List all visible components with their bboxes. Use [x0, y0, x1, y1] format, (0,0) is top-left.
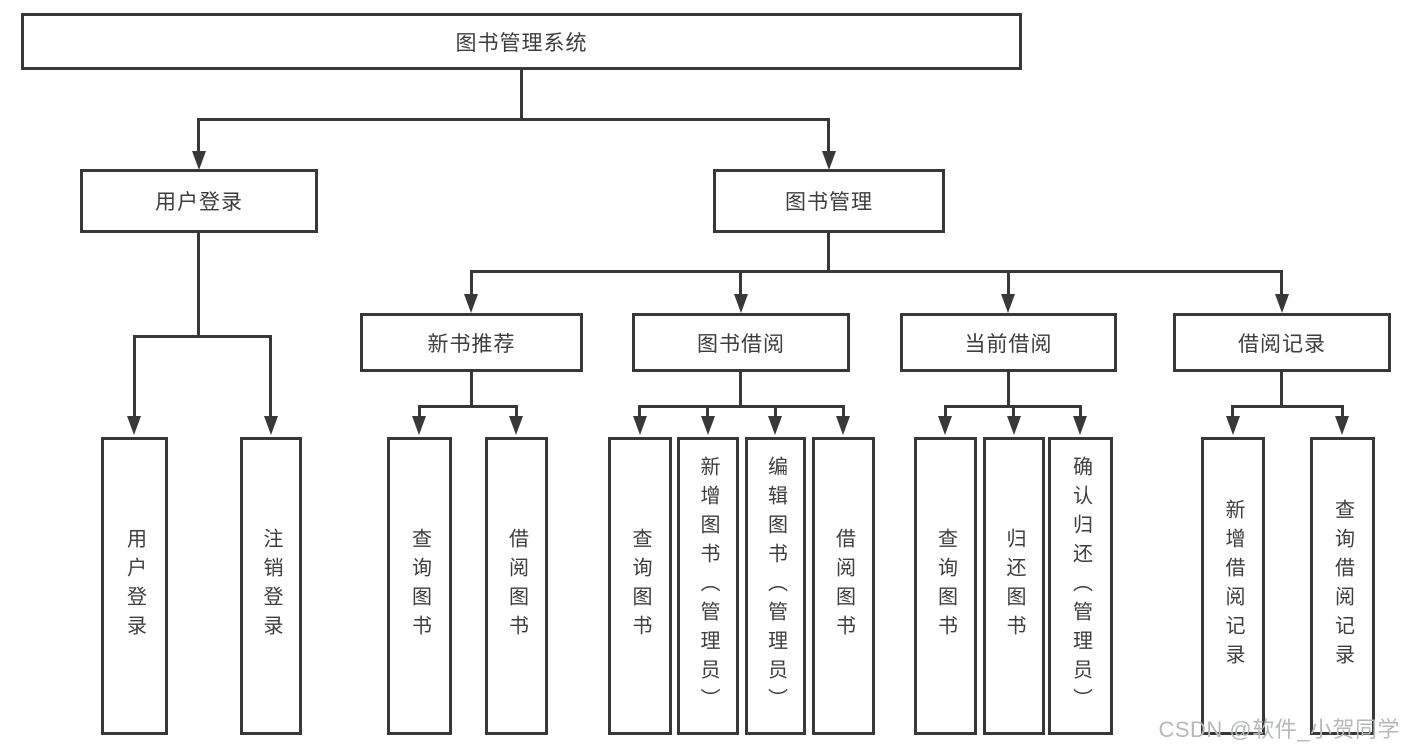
node-label: 借阅记录 — [1238, 332, 1326, 356]
node-current-borrowing: 当前借阅 — [900, 313, 1117, 372]
node-leaf-query-books-recommend: 查询图书 — [387, 437, 452, 735]
node-label: 查询图书 — [934, 528, 957, 644]
node-book-management: 图书管理 — [713, 169, 945, 233]
node-label: 查询图书 — [629, 528, 651, 644]
arrow-down-icon — [633, 416, 647, 435]
connector-line — [418, 405, 518, 408]
node-leaf-query-books-borrowing: 查询图书 — [608, 437, 672, 735]
node-label: 注销登录 — [260, 528, 282, 644]
node-label: 借阅图书 — [832, 528, 855, 644]
arrow-down-icon — [264, 416, 278, 435]
connector-line — [739, 270, 742, 294]
connector-line — [470, 270, 1283, 273]
connector-line — [197, 233, 200, 335]
arrow-down-icon — [822, 151, 836, 170]
node-label: 新增借阅记录 — [1222, 499, 1244, 673]
arrow-down-icon — [836, 416, 850, 435]
arrow-down-icon — [192, 151, 206, 170]
node-leaf-query-books-current: 查询图书 — [914, 437, 977, 735]
node-leaf-add-book-admin: 新增图书（管理员） — [677, 437, 739, 735]
connector-line — [133, 335, 272, 338]
arrow-down-icon — [1007, 416, 1021, 435]
node-leaf-user-login: 用户登录 — [101, 437, 168, 735]
arrow-down-icon — [1001, 294, 1015, 313]
node-leaf-edit-book-admin: 编辑图书（管理员） — [745, 437, 806, 735]
connector-line — [638, 405, 845, 408]
node-label: 借阅图书 — [505, 528, 528, 644]
connector-line — [827, 233, 830, 270]
node-leaf-borrow-books-recommend: 借阅图书 — [485, 437, 548, 735]
arrow-down-icon — [768, 416, 782, 435]
connector-line — [1280, 372, 1283, 405]
connector-line — [1007, 372, 1010, 405]
node-label: 图书借阅 — [697, 332, 785, 356]
connector-line — [197, 118, 200, 152]
node-label: 图书管理系统 — [455, 31, 588, 55]
node-leaf-return-books: 归还图书 — [983, 437, 1045, 735]
node-leaf-add-borrow-record: 新增借阅记录 — [1201, 437, 1265, 735]
node-leaf-borrow-books-borrowing: 借阅图书 — [812, 437, 875, 735]
arrow-down-icon — [1275, 294, 1289, 313]
connector-line — [197, 118, 830, 121]
node-label: 用户登录 — [123, 528, 146, 644]
arrow-down-icon — [412, 416, 426, 435]
node-leaf-query-borrow-record: 查询借阅记录 — [1310, 437, 1375, 735]
connector-line — [1280, 270, 1283, 294]
node-label: 编辑图书（管理员） — [764, 455, 787, 717]
node-leaf-confirm-return-admin: 确认归还（管理员） — [1048, 437, 1113, 735]
node-label: 新增图书（管理员） — [697, 455, 719, 717]
arrow-down-icon — [701, 416, 715, 435]
connector-line — [1007, 270, 1010, 294]
connector-line — [944, 405, 947, 416]
watermark: CSDN @软件_小贺同学 — [1158, 717, 1400, 742]
connector-line — [706, 405, 709, 416]
connector-line — [515, 405, 518, 416]
connector-line — [739, 372, 742, 405]
node-borrowing-records: 借阅记录 — [1173, 313, 1391, 372]
arrow-down-icon — [127, 416, 141, 435]
connector-line — [638, 405, 641, 416]
node-label: 查询借阅记录 — [1331, 499, 1354, 673]
connector-line — [827, 118, 830, 152]
connector-line — [520, 70, 523, 118]
node-label: 查询图书 — [408, 528, 431, 644]
arrow-down-icon — [509, 416, 523, 435]
node-label: 确认归还（管理员） — [1069, 455, 1092, 717]
node-system-root: 图书管理系统 — [21, 13, 1022, 70]
arrow-down-icon — [464, 294, 478, 313]
node-book-borrowing: 图书借阅 — [632, 313, 850, 372]
connector-line — [418, 405, 421, 416]
arrow-down-icon — [734, 294, 748, 313]
connector-line — [269, 335, 272, 416]
connector-line — [774, 405, 777, 416]
connector-line — [470, 372, 473, 405]
node-leaf-logout: 注销登录 — [240, 437, 302, 735]
node-label: 当前借阅 — [964, 332, 1053, 356]
node-label: 用户登录 — [155, 191, 243, 214]
connector-line — [1341, 405, 1344, 416]
connector-line — [842, 405, 845, 416]
connector-line — [470, 270, 473, 294]
node-new-book-recommend: 新书推荐 — [360, 313, 583, 372]
connector-line — [1231, 405, 1234, 416]
arrow-down-icon — [1073, 416, 1087, 435]
arrow-down-icon — [938, 416, 952, 435]
node-label: 归还图书 — [1003, 528, 1025, 644]
arrow-down-icon — [1335, 416, 1349, 435]
connector-line — [1012, 405, 1015, 416]
arrow-down-icon — [1226, 416, 1240, 435]
node-label: 新书推荐 — [427, 332, 516, 356]
connector-line — [1079, 405, 1082, 416]
node-label: 图书管理 — [785, 191, 873, 214]
connector-line — [133, 335, 136, 416]
node-user-login: 用户登录 — [80, 169, 318, 233]
connector-line — [1231, 405, 1344, 408]
